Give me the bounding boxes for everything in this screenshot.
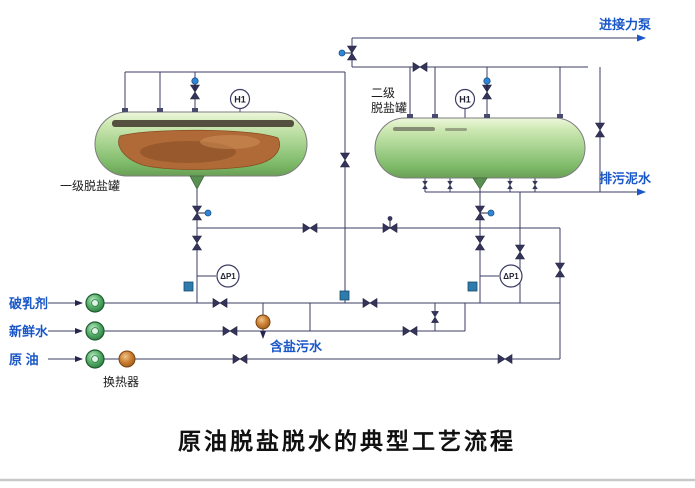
diagram-title: 原油脱盐脱水的典型工艺流程 xyxy=(178,428,516,454)
pump-fresh-water xyxy=(85,321,105,341)
transmitter-box xyxy=(467,281,478,292)
tank1-nozzle xyxy=(122,108,128,112)
tank2-nozzle xyxy=(557,114,563,118)
piping-network xyxy=(48,34,646,362)
valve-handle xyxy=(204,209,212,217)
tank2-interface-mark xyxy=(445,128,467,131)
valve xyxy=(507,180,513,190)
tank2-label-line2: 脱盐罐 xyxy=(371,100,407,115)
salty-water-exchanger xyxy=(255,314,271,330)
valve xyxy=(232,354,248,364)
tank1-nozzle xyxy=(192,108,198,112)
desalter-tank-2 xyxy=(374,114,586,190)
desalter-tank-1 xyxy=(94,108,308,190)
valve-handle xyxy=(487,209,495,217)
tank1-interface-band xyxy=(112,120,294,127)
tank1-drain-cone xyxy=(189,175,205,190)
h1-label: H1 xyxy=(459,95,471,105)
valve-handle xyxy=(387,216,393,221)
valve xyxy=(497,354,513,364)
h1-label: H1 xyxy=(234,95,246,105)
tank1-label: 一级脱盐罐 xyxy=(60,178,120,193)
valve xyxy=(595,122,605,138)
tank2-interface-mark xyxy=(393,127,435,131)
transmitter-box xyxy=(183,281,194,292)
valve-handle xyxy=(483,77,491,85)
valve xyxy=(340,152,350,168)
valve xyxy=(515,244,525,260)
valve xyxy=(222,326,238,336)
valve xyxy=(212,298,228,308)
valve xyxy=(532,180,538,190)
tank2-nozzle xyxy=(432,114,438,118)
valve-handle xyxy=(338,49,346,57)
transmitter-box xyxy=(339,290,350,301)
dp1-label: ΔP1 xyxy=(503,272,519,281)
valve xyxy=(431,311,439,323)
dp1-label: ΔP1 xyxy=(220,272,236,281)
level-indicator-h1-tank1: H1 xyxy=(229,88,251,110)
valve xyxy=(362,298,378,308)
level-indicator-h1-tank2: H1 xyxy=(454,88,476,110)
sludge-water-label: 排污泥水 xyxy=(599,171,652,186)
heat-exchanger-label: 换热器 xyxy=(103,375,139,389)
valve-handle xyxy=(191,77,199,85)
valve xyxy=(412,62,428,72)
valve xyxy=(402,326,418,336)
tank2-nozzle xyxy=(484,114,490,118)
valve xyxy=(475,205,495,221)
crude-oil-label: 原 油 xyxy=(9,352,39,367)
tank2-label-line1: 二级 xyxy=(371,86,395,100)
tank2-drain-cone xyxy=(472,177,488,190)
demulsifier-label: 破乳剂 xyxy=(9,296,48,311)
valve xyxy=(190,77,200,100)
fresh-water-label: 新鲜水 xyxy=(9,324,49,339)
valve xyxy=(475,235,485,251)
valves xyxy=(190,45,605,364)
pump-crude-oil xyxy=(85,349,105,369)
valve xyxy=(192,235,202,251)
valve xyxy=(382,216,398,233)
salty-wastewater-label: 含盐污水 xyxy=(269,339,323,354)
tank2-nozzle xyxy=(407,114,413,118)
valve xyxy=(482,77,492,100)
valve xyxy=(422,180,428,190)
valve xyxy=(555,262,565,278)
valve xyxy=(338,45,357,61)
valve xyxy=(447,180,453,190)
tank1-oil-highlight xyxy=(200,135,260,149)
relay-pump-label: 进接力泵 xyxy=(599,17,651,32)
valve xyxy=(302,223,318,233)
valve xyxy=(192,205,212,221)
tank1-nozzle xyxy=(157,108,163,112)
heat-exchanger xyxy=(118,350,136,368)
dp-indicator-tank2: ΔP1 xyxy=(499,264,523,288)
dp-indicator-tank1: ΔP1 xyxy=(216,264,240,288)
pump-demulsifier xyxy=(85,293,105,313)
